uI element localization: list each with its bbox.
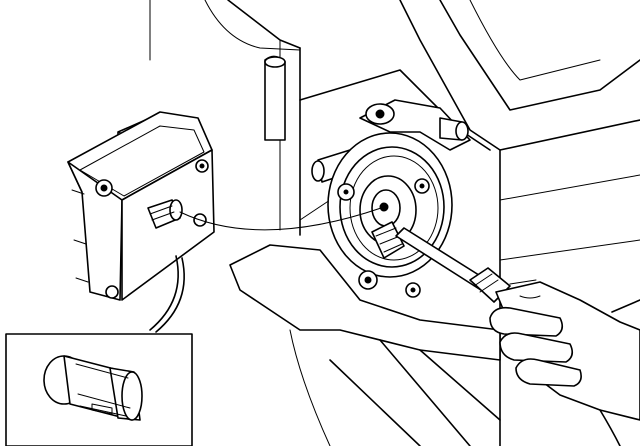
detail-leader [149, 255, 179, 331]
heater-housing [149, 0, 640, 446]
detail-inset [5, 333, 193, 446]
actuator-drive-socket [147, 199, 183, 229]
actuator-motor [67, 111, 215, 301]
technician-hand [489, 279, 640, 446]
alignment-line [179, 206, 385, 231]
detail-inset-drive-coupling [43, 355, 143, 421]
